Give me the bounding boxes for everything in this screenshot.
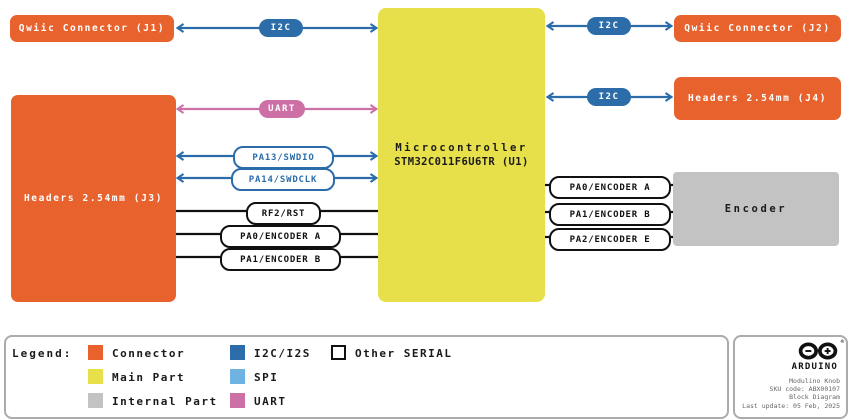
legend-swatch-internal-part — [88, 393, 103, 408]
qwiic-connector-j2-block: Qwiic Connector (J2) — [674, 15, 841, 42]
i2c-label-pill-j2: I2C — [587, 17, 631, 35]
legend-label-spi: SPI — [254, 371, 279, 384]
encoder-block: Encoder — [673, 172, 839, 246]
uart-label-pill: UART — [259, 100, 305, 118]
legend-swatch-spi — [230, 369, 245, 384]
pin-label-pa0-encoder-a-left: PA0/ENCODER A — [220, 225, 341, 248]
registered-trademark-symbol: ® — [840, 339, 844, 345]
legend-label-other-serial: Other SERIAL — [355, 347, 453, 360]
legend-label-i2c-i2s: I2C/I2S — [254, 347, 311, 360]
microcontroller-part-number: STM32C011F6U6TR (U1) — [394, 156, 529, 168]
legend-swatch-uart — [230, 393, 245, 408]
i2c-label-pill-j1: I2C — [259, 19, 303, 37]
pin-label-pa14-swdclk: PA14/SWDCLK — [231, 168, 335, 191]
microcontroller-block: Microcontroller STM32C011F6U6TR (U1) — [378, 8, 545, 302]
legend-title: Legend: — [12, 347, 73, 360]
pin-label-rf2-rst: RF2/RST — [246, 202, 321, 225]
qwiic-connector-j1-block: Qwiic Connector (J1) — [10, 15, 174, 42]
sku-code: SKU code: ABX00107 — [769, 385, 840, 394]
document-type: Block Diagram — [789, 393, 840, 402]
pin-label-pa1-encoder-b-left: PA1/ENCODER B — [220, 248, 341, 271]
legend-label-internal-part: Internal Part — [112, 395, 218, 408]
arduino-wordmark: ARDUINO — [791, 362, 838, 372]
microcontroller-title: Microcontroller — [395, 142, 528, 154]
legend-swatch-main-part — [88, 369, 103, 384]
legend-swatch-connector — [88, 345, 103, 360]
product-name: Modulino Knob — [789, 377, 840, 385]
legend-swatch-i2c-i2s — [230, 345, 245, 360]
pin-label-pa2-encoder-e-right: PA2/ENCODER E — [549, 228, 671, 251]
pin-label-pa0-encoder-a-right: PA0/ENCODER A — [549, 176, 671, 199]
legend-label-uart: UART — [254, 395, 287, 408]
arduino-logo-icon — [798, 342, 838, 360]
headers-j4-block: Headers 2.54mm (J4) — [674, 77, 841, 120]
last-update: Last update: 05 Feb, 2025 — [742, 401, 840, 410]
document-meta: Modulino Knob SKU code: ABX00107 Block D… — [742, 377, 840, 410]
legend-panel — [4, 335, 729, 419]
legend-label-connector: Connector — [112, 347, 186, 360]
legend-swatch-other-serial — [331, 345, 346, 360]
pin-label-pa13-swdio: PA13/SWDIO — [233, 146, 334, 169]
branding-card: ® ARDUINO Modulino Knob SKU code: ABX001… — [733, 335, 848, 419]
i2c-label-pill-j4: I2C — [587, 88, 631, 106]
legend-label-main-part: Main Part — [112, 371, 186, 384]
headers-j3-block: Headers 2.54mm (J3) — [11, 95, 176, 302]
pin-label-pa1-encoder-b-right: PA1/ENCODER B — [549, 203, 671, 226]
